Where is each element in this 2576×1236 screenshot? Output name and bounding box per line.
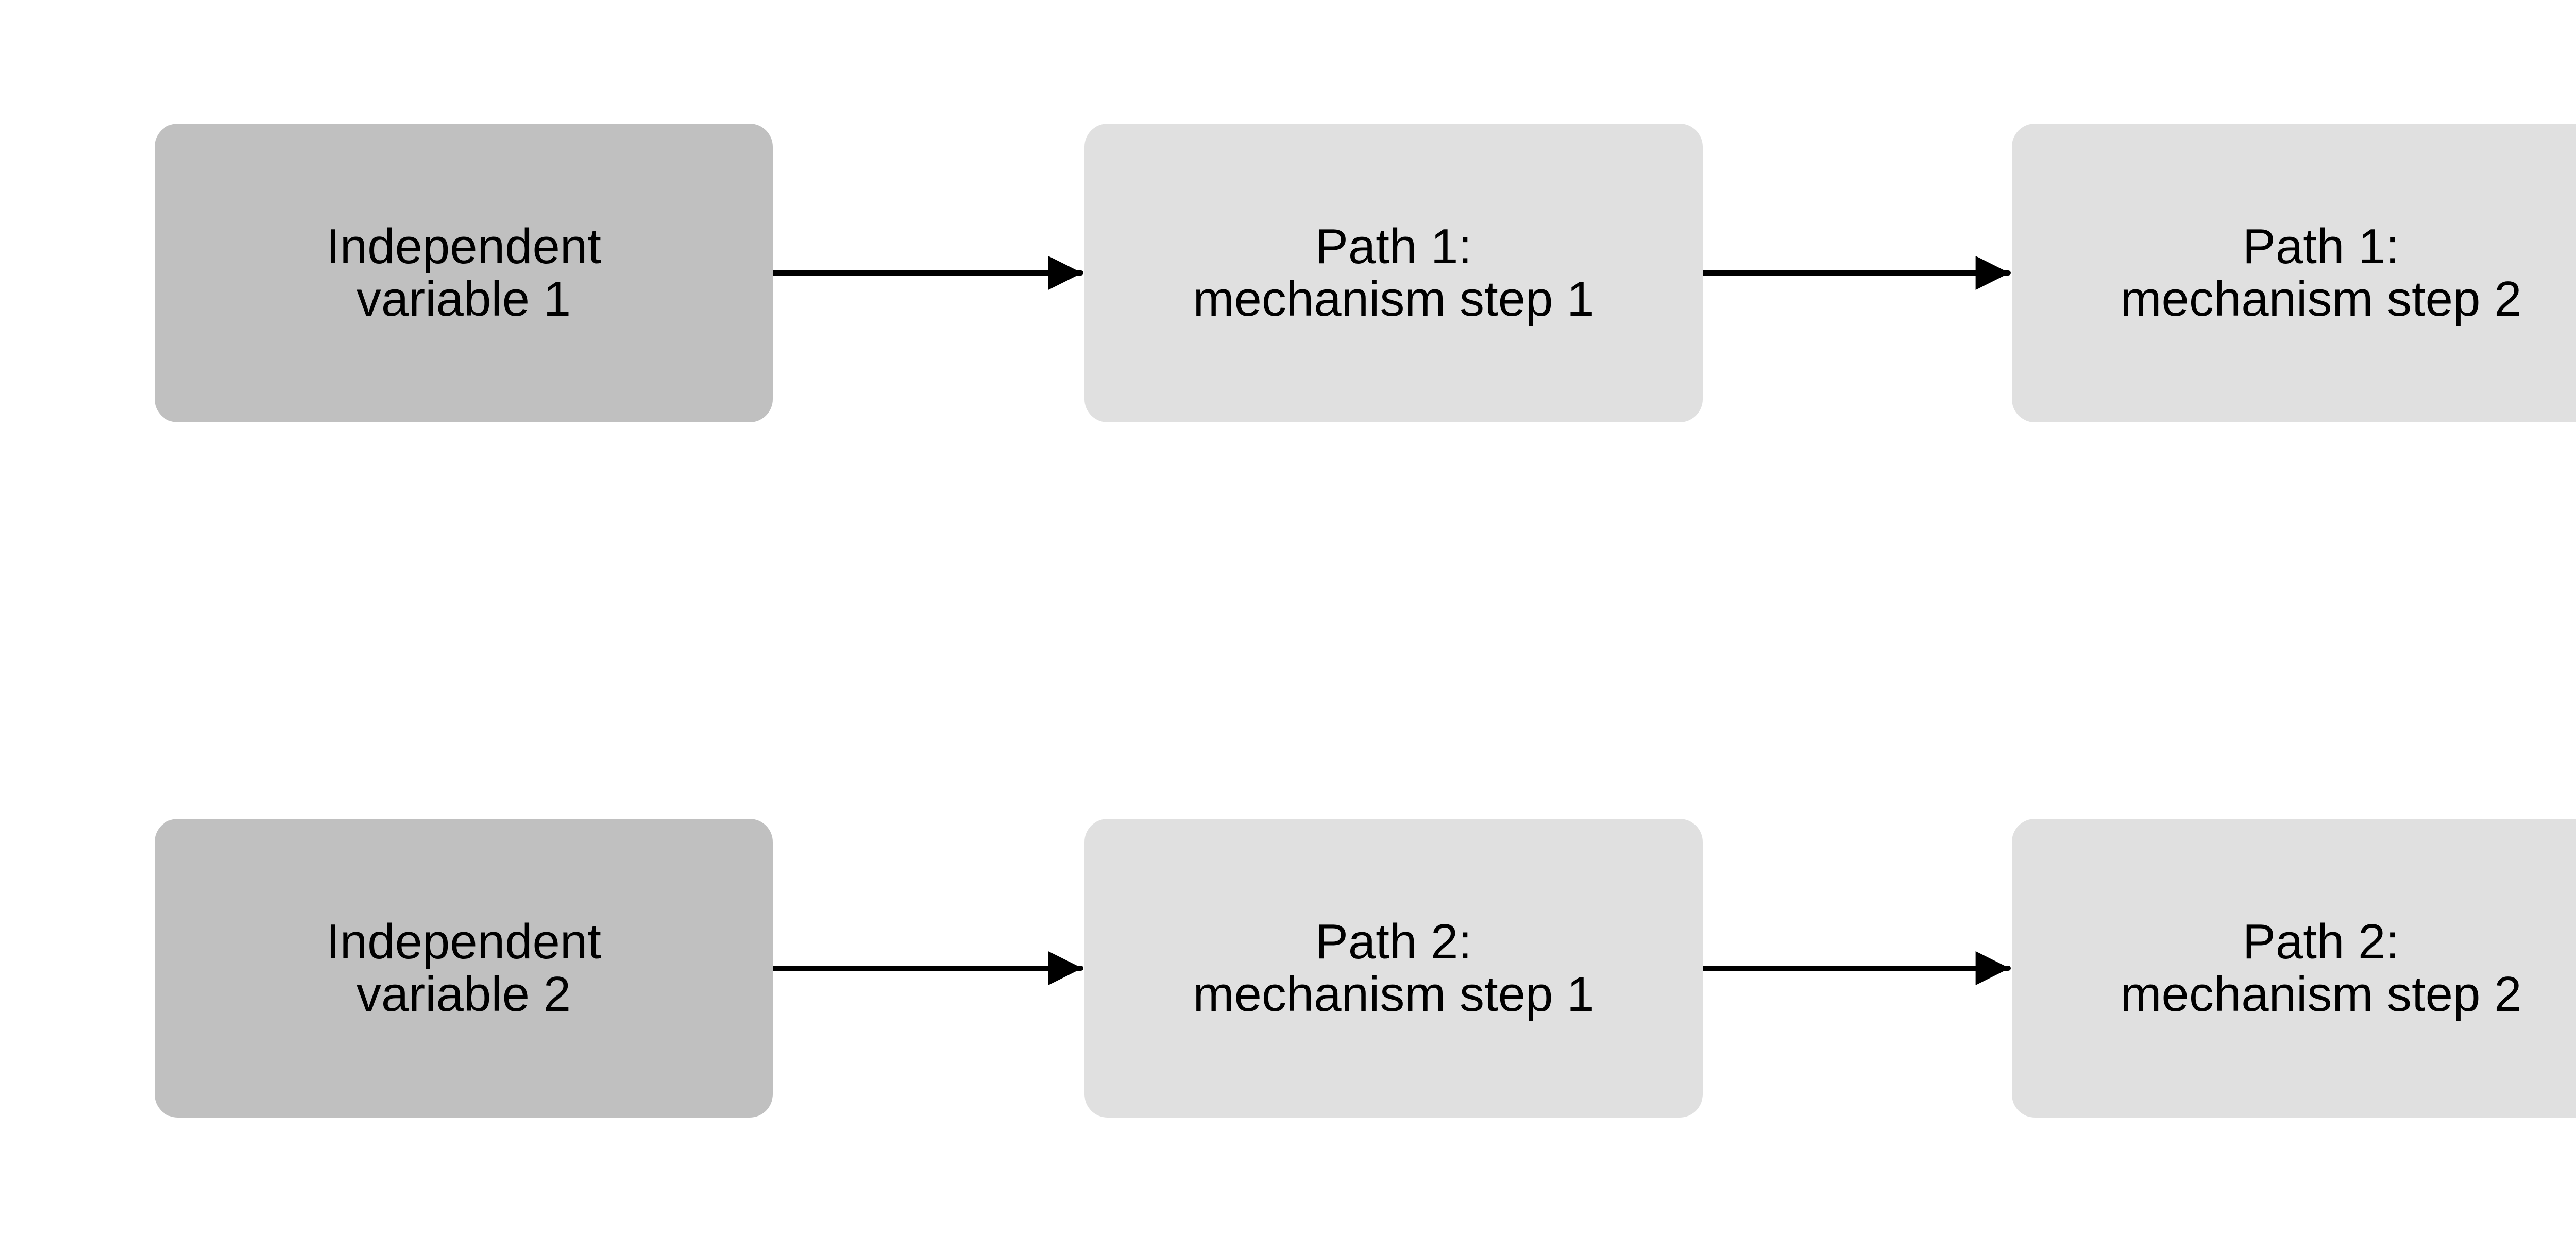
node-label: Path 2: mechanism step 2 [2120,914,2522,1022]
node-label: Independent variable 1 [326,219,601,327]
node-path1-mechanism-step-2: Path 1: mechanism step 2 [2012,124,2576,422]
node-label: Independent variable 2 [326,914,601,1022]
node-independent-variable-2: Independent variable 2 [155,819,773,1118]
node-independent-variable-1: Independent variable 1 [155,124,773,422]
node-path1-mechanism-step-1: Path 1: mechanism step 1 [1084,124,1703,422]
node-label: Path 1: mechanism step 2 [2120,219,2522,327]
node-label: Path 1: mechanism step 1 [1193,219,1595,327]
node-path2-mechanism-step-1: Path 2: mechanism step 1 [1084,819,1703,1118]
node-path2-mechanism-step-2: Path 2: mechanism step 2 [2012,819,2576,1118]
node-label: Path 2: mechanism step 1 [1193,914,1595,1022]
